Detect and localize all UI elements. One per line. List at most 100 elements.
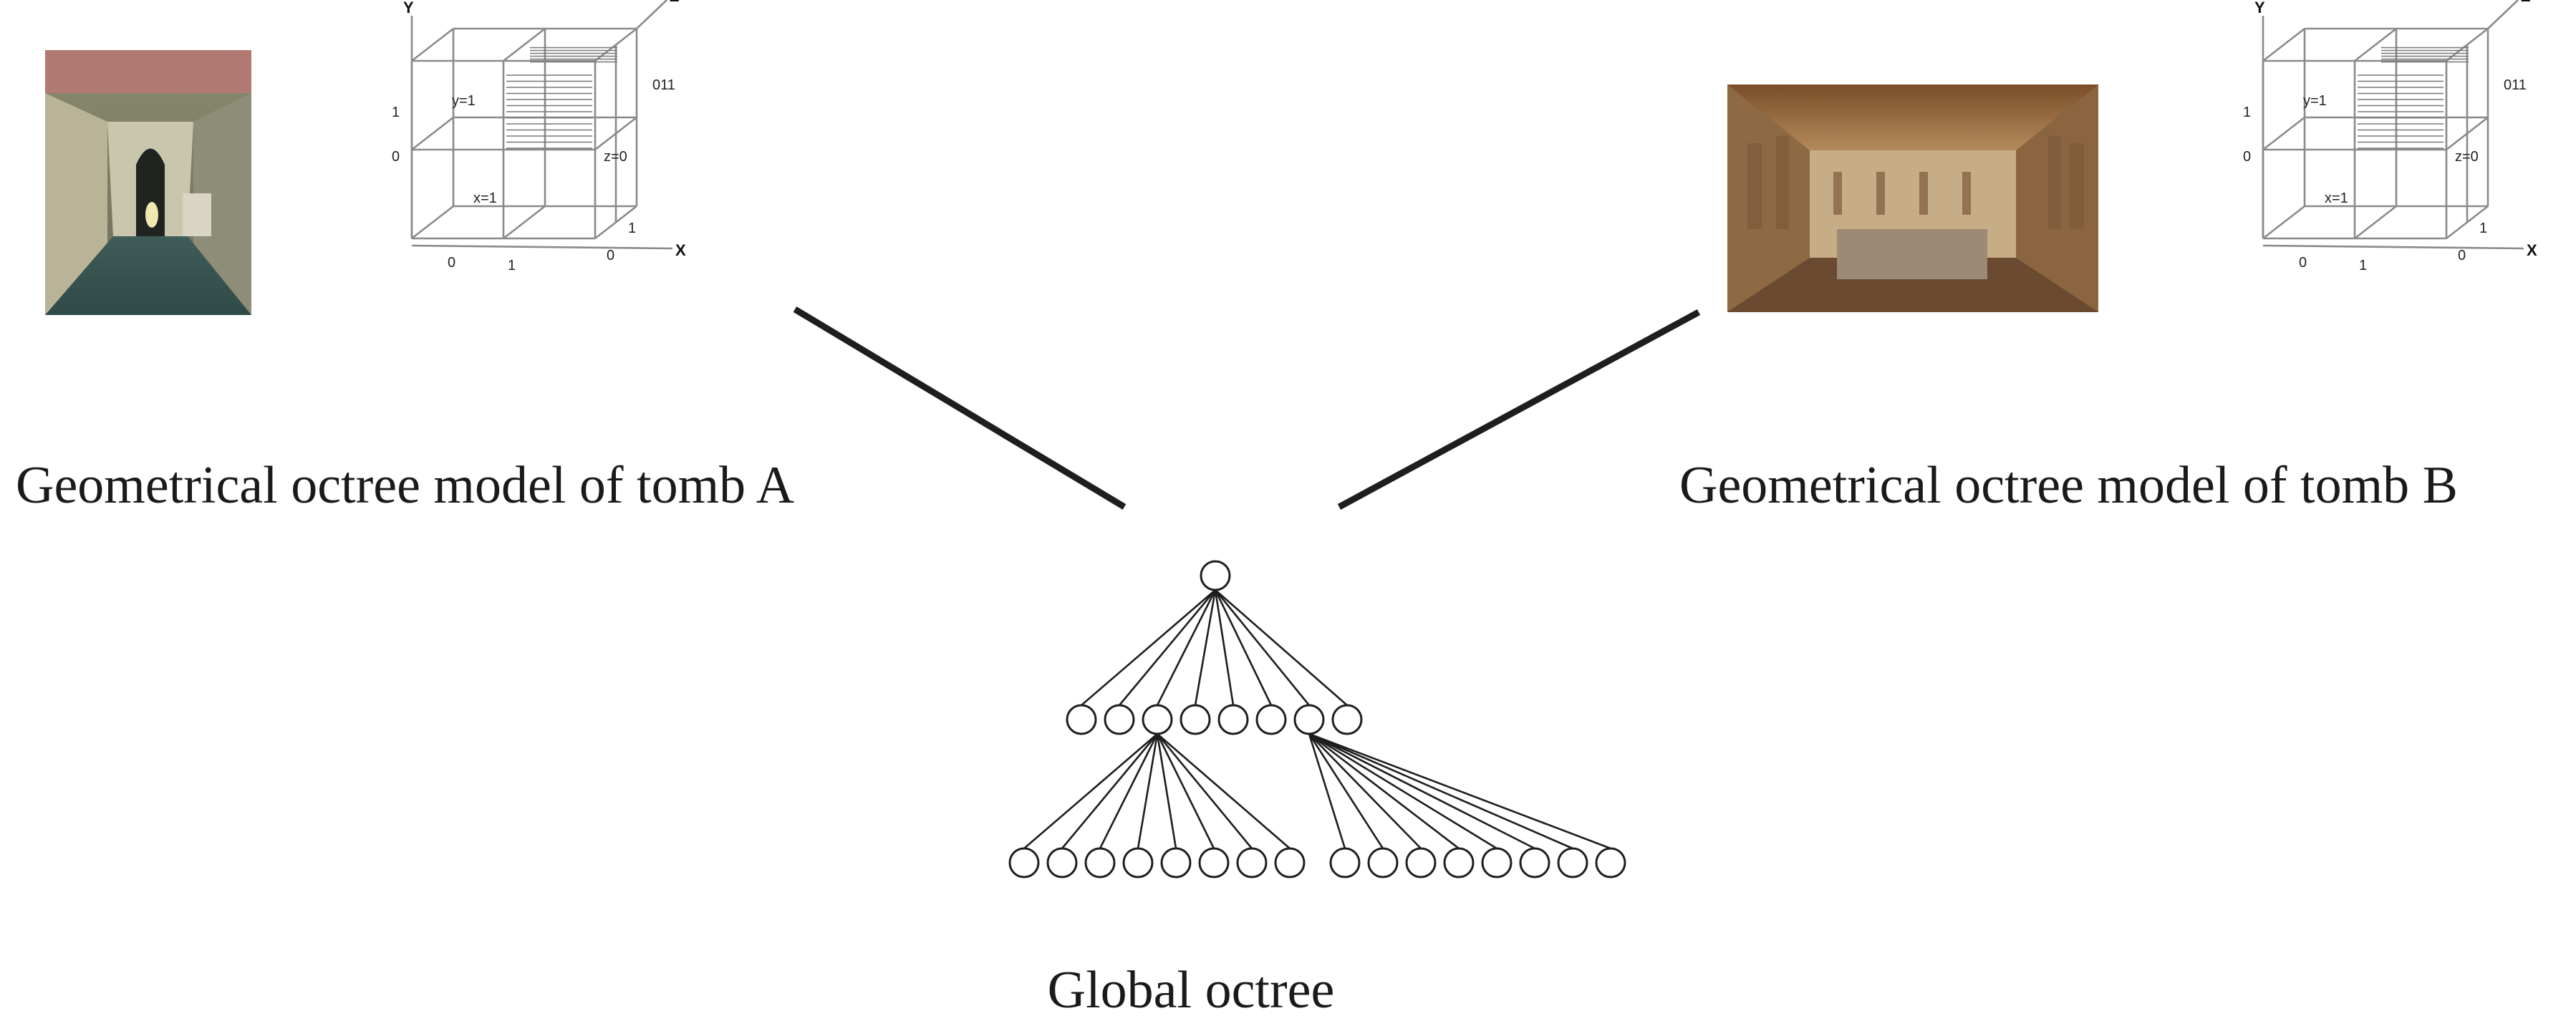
x-tick-0: 0 (2299, 255, 2307, 271)
octree-level2-node (1160, 847, 1192, 878)
z-axis-label: Z (670, 0, 679, 5)
y-tick-0: 0 (2243, 149, 2251, 165)
tree-edge (1308, 732, 1573, 850)
octree-level2-node (1236, 847, 1268, 878)
octree-level1-node (1180, 704, 1211, 735)
tree-edge (1308, 732, 1460, 850)
octree-level2-node (1519, 847, 1550, 878)
cube-subdivision (2354, 27, 2397, 62)
z-tick-0: 0 (607, 248, 614, 263)
octree-level1-node (1142, 704, 1173, 735)
x-axis-label: X (675, 241, 686, 259)
octree-level1-node (1293, 704, 1325, 735)
octree-level2-node (1557, 847, 1588, 878)
x-axis-label: X (2527, 241, 2537, 259)
tree-edge (1156, 589, 1217, 706)
octree-level2-node (1329, 847, 1361, 878)
x-tick-1: 1 (2359, 258, 2367, 274)
tree-edge (1119, 589, 1216, 706)
arrow-tomb-b-to-octree (1337, 309, 1701, 510)
octant-code-label: 011 (652, 77, 675, 93)
x-axis-line (2262, 244, 2524, 250)
y-axis-label: Y (2254, 0, 2265, 16)
z0-label: z=0 (604, 149, 627, 165)
tree-edge (1308, 732, 1611, 850)
octree-root-node (1200, 560, 1231, 591)
cube-subdivision (2354, 205, 2397, 240)
tree-edge (1023, 733, 1158, 849)
cube-subdivision (411, 116, 454, 151)
tree-edge (1308, 733, 1384, 849)
octree-level2-node (1595, 847, 1626, 878)
octree-level2-node (1443, 847, 1475, 878)
tree-edge (1156, 733, 1215, 849)
octree-level2-node (1274, 847, 1306, 878)
x-axis-line (411, 244, 673, 250)
cube-edge (411, 27, 454, 62)
cube-edge (2262, 205, 2305, 240)
cube-subdivision (503, 205, 546, 240)
octant-code-label: 011 (2504, 77, 2527, 93)
octree-level2-node (1405, 847, 1437, 878)
cube-subdivision (503, 27, 546, 62)
octree-level2-node (1122, 847, 1154, 878)
tree-edge (1214, 589, 1235, 706)
z-tick-1: 1 (628, 221, 636, 236)
arrow-tomb-a-to-octree (793, 306, 1127, 510)
tree-edge (1308, 733, 1346, 849)
tree-edge (1156, 733, 1177, 849)
global-octree-caption: Global octree (1048, 961, 1335, 1020)
tomb-a-photo (45, 50, 251, 315)
y-tick-1: 1 (392, 105, 400, 120)
octree-level1-node (1217, 704, 1249, 735)
z-tick-1: 1 (2479, 221, 2487, 236)
x1-label: x=1 (473, 190, 497, 206)
z-axis-label: Z (2521, 0, 2530, 5)
octree-level2-node (1046, 847, 1078, 878)
z-tick-0: 0 (2458, 248, 2466, 263)
z-axis-line (636, 0, 667, 29)
octree-level1-node (1331, 704, 1363, 735)
tree-edge (1214, 589, 1311, 706)
tree-edge (1081, 589, 1216, 706)
y-tick-1: 1 (2243, 105, 2251, 120)
octree-level1-node (1104, 704, 1135, 735)
octree-level2-node (1481, 847, 1513, 878)
tree-edge (1137, 733, 1159, 849)
cube-subdivision (2262, 116, 2305, 151)
y-tick-0: 0 (392, 149, 400, 165)
tree-edge (1099, 733, 1159, 849)
z0-label: z=0 (2455, 149, 2479, 165)
tomb-b-caption: Geometrical octree model of tomb B (1679, 456, 2458, 515)
tomb-a-caption: Geometrical octree model of tomb A (16, 456, 794, 515)
z-axis-line (2487, 0, 2519, 29)
tree-edge (1215, 589, 1348, 706)
octree-level1-node (1066, 704, 1097, 735)
cube-edge (2262, 27, 2305, 62)
tree-edge (1308, 732, 1497, 850)
tree-edge (1156, 733, 1253, 849)
x-tick-1: 1 (508, 258, 516, 274)
tree-edge (1308, 733, 1422, 849)
y1-label: y=1 (452, 93, 476, 109)
tree-edge (1214, 589, 1273, 706)
octree-level2-node (1367, 847, 1399, 878)
tomb-b-photo (1727, 84, 2098, 312)
tree-edge (1194, 589, 1217, 706)
tree-edge (1061, 733, 1158, 849)
y-axis-label: Y (403, 0, 414, 16)
x1-label: x=1 (2325, 190, 2348, 206)
octree-level1-node (1255, 704, 1287, 735)
x-tick-0: 0 (448, 255, 455, 271)
tree-edge (1308, 732, 1535, 850)
y1-label: y=1 (2303, 93, 2327, 109)
tree-edge (1157, 733, 1291, 849)
global-octree-tree (1008, 560, 1626, 878)
octree-level2-node (1198, 847, 1230, 878)
cube-edge (411, 205, 454, 240)
octree-level2-node (1008, 847, 1040, 878)
octree-level2-node (1084, 847, 1116, 878)
